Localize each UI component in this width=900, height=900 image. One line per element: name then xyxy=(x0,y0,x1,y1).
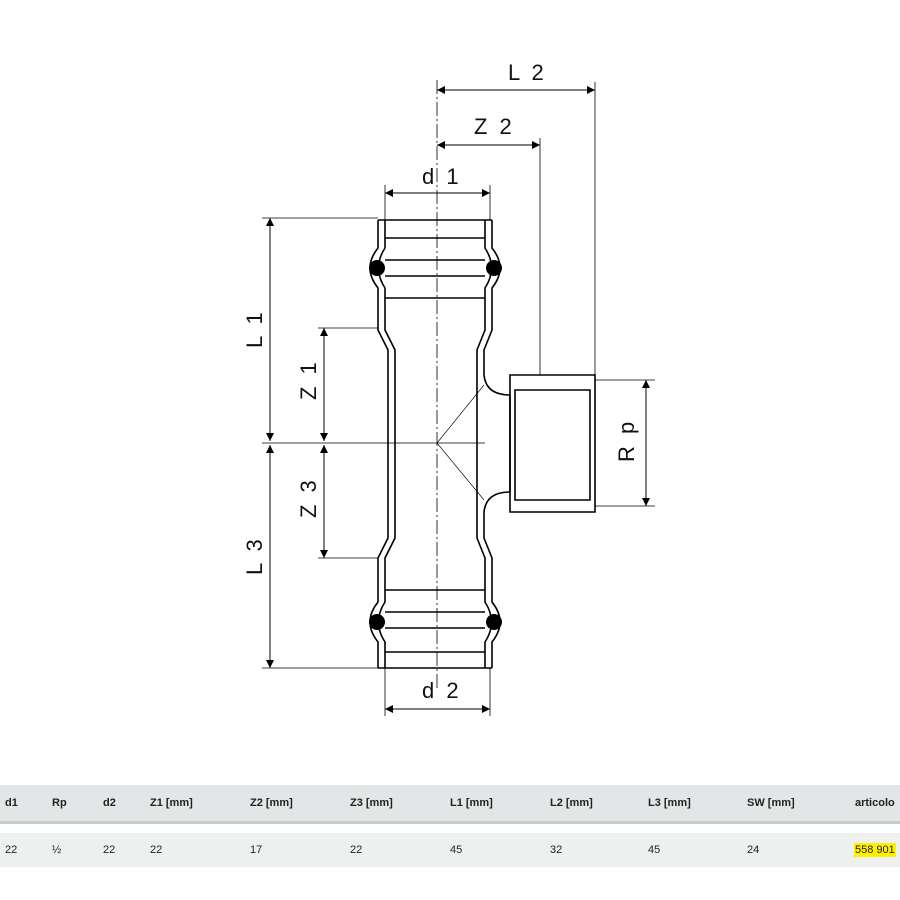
fitting-body xyxy=(369,219,596,669)
cell-d2: 22 xyxy=(103,844,116,856)
header-cell: d1 xyxy=(5,797,18,809)
o-ring-seals xyxy=(369,260,502,630)
header-cell: articolo xyxy=(855,797,895,809)
dimension-arrows xyxy=(266,86,650,713)
label-L1: L 1 xyxy=(242,309,267,348)
table-row: 22 ½ 22 22 17 22 45 32 45 24 558 901 xyxy=(0,833,900,867)
cell-l1: 45 xyxy=(450,844,463,856)
cell-z3: 22 xyxy=(350,844,363,856)
header-cell: L3 [mm] xyxy=(648,797,691,809)
cell-l3: 45 xyxy=(648,844,661,856)
header-cell: Rp xyxy=(52,797,67,809)
label-Z3: Z 3 xyxy=(296,477,321,518)
cell-z2: 17 xyxy=(250,844,263,856)
label-Rp: R p xyxy=(614,419,639,462)
header-cell: Z1 [mm] xyxy=(150,797,193,809)
cell-l2: 32 xyxy=(550,844,563,856)
label-L2: L 2 xyxy=(508,60,547,85)
cell-d1: 22 xyxy=(5,844,18,856)
header-cell: Z3 [mm] xyxy=(350,797,393,809)
cell-sw: 24 xyxy=(747,844,760,856)
centerlines xyxy=(262,80,655,716)
header-cell: L2 [mm] xyxy=(550,797,593,809)
tee-fitting-drawing: L 2 Z 2 d 1 d 2 L 1 Z 1 Z 3 L 3 R p xyxy=(242,60,655,716)
header-cell: d2 xyxy=(103,797,116,809)
label-d1: d 1 xyxy=(422,164,462,189)
label-Z1: Z 1 xyxy=(296,359,321,400)
header-cell: SW [mm] xyxy=(747,797,795,809)
label-d2: d 2 xyxy=(422,678,462,703)
cell-rp: ½ xyxy=(52,844,62,856)
article-number-link[interactable]: 558 901 xyxy=(854,843,896,857)
label-Z2: Z 2 xyxy=(474,114,515,139)
header-cell: Z2 [mm] xyxy=(250,797,293,809)
table-header: d1 Rp d2 Z1 [mm] Z2 [mm] Z3 [mm] L1 [mm]… xyxy=(0,785,900,824)
label-L3: L 3 xyxy=(242,536,267,575)
cell-z1: 22 xyxy=(150,844,163,856)
header-cell: L1 [mm] xyxy=(450,797,493,809)
